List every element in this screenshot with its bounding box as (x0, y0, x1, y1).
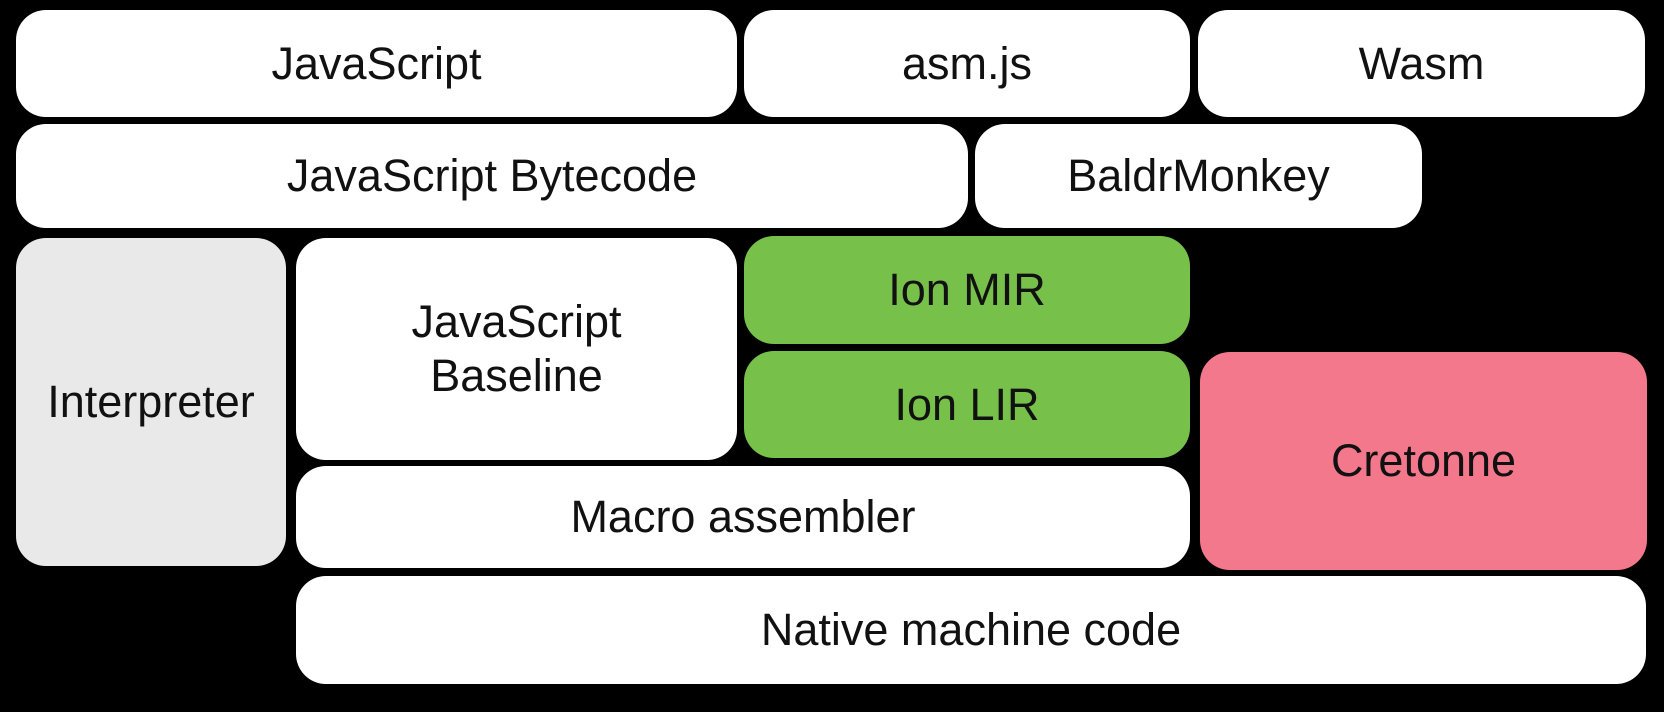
box-wasm: Wasm (1198, 10, 1645, 117)
box-macro-assembler: Macro assembler (296, 466, 1190, 568)
box-ion-mir-label: Ion MIR (888, 264, 1046, 315)
box-interpreter: Interpreter (16, 238, 286, 566)
box-javascript-label: JavaScript (271, 37, 482, 89)
box-javascript-bytecode-label: JavaScript Bytecode (286, 150, 698, 201)
box-javascript: JavaScript (16, 10, 737, 117)
box-wasm-label: Wasm (1358, 37, 1485, 89)
box-native-machine-code: Native machine code (296, 576, 1646, 684)
box-native-machine-code-label: Native machine code (760, 604, 1182, 655)
box-asmjs: asm.js (744, 10, 1190, 117)
box-ion-mir: Ion MIR (744, 236, 1190, 344)
box-javascript-baseline-label: JavaScript Baseline (411, 296, 622, 401)
box-baldrmonkey: BaldrMonkey (975, 124, 1422, 228)
box-cretonne: Cretonne (1200, 352, 1647, 570)
box-ion-lir: Ion LIR (744, 351, 1190, 458)
box-javascript-bytecode: JavaScript Bytecode (16, 124, 968, 228)
box-javascript-baseline: JavaScript Baseline (296, 238, 737, 460)
box-interpreter-label: Interpreter (47, 376, 255, 427)
box-ion-lir-label: Ion LIR (894, 378, 1040, 430)
box-baldrmonkey-label: BaldrMonkey (1067, 150, 1330, 201)
box-macro-assembler-label: Macro assembler (570, 491, 916, 542)
box-asmjs-label: asm.js (901, 37, 1032, 89)
box-cretonne-label: Cretonne (1330, 435, 1517, 486)
